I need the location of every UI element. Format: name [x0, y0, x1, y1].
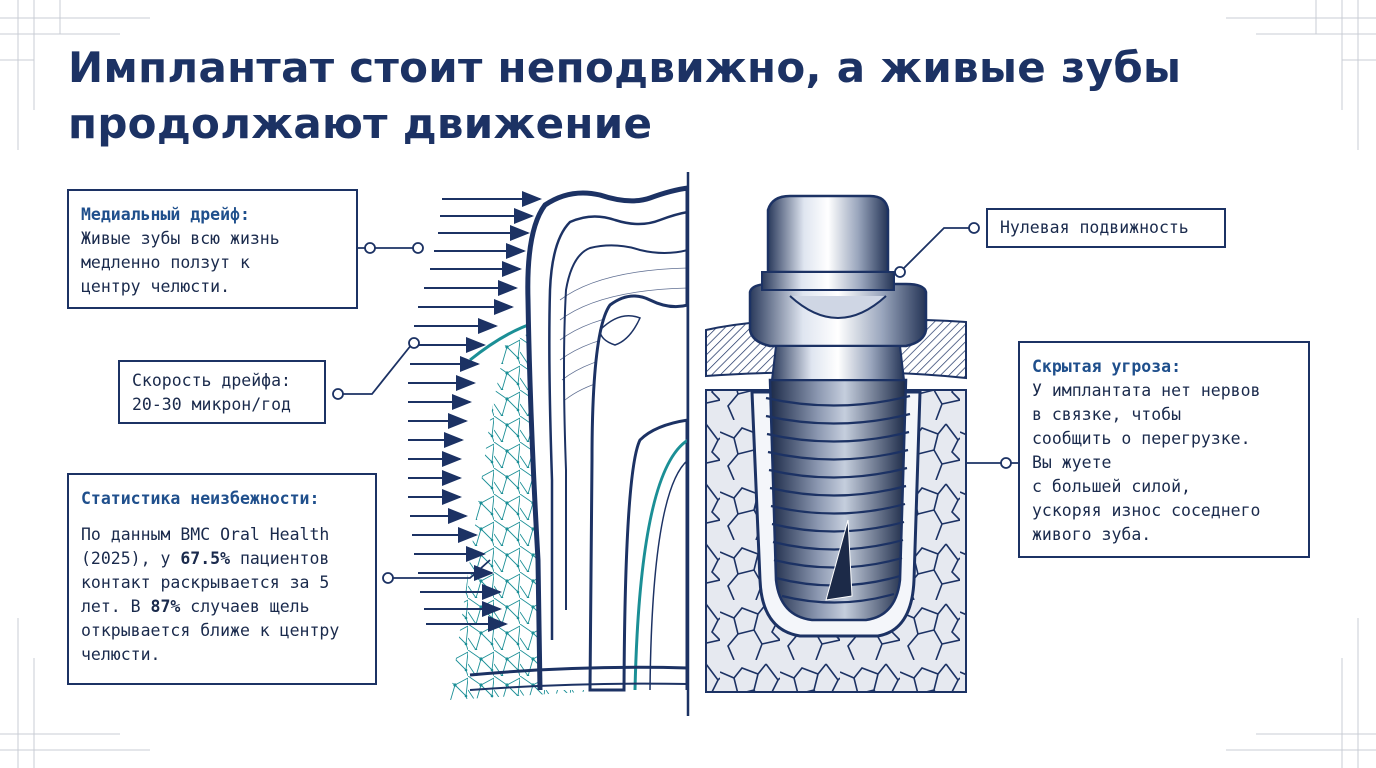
corner-frame-bottom-left [0, 618, 150, 768]
corner-frame-bottom-right [1226, 618, 1376, 768]
callout-drift-speed: Скорость дрейфа: 20-30 микрон/год [118, 360, 326, 424]
callout-line: Скорость дрейфа: [132, 371, 291, 390]
callout-line: открывается ближе к центру [81, 621, 340, 640]
callout-line: с большей силой, [1032, 477, 1191, 496]
callout-line: 20-30 микрон/год [132, 395, 291, 414]
callout-heading: Медиальный дрейф: [81, 205, 250, 224]
callout-line: ускоряя износ соседнего [1032, 501, 1261, 520]
callout-line: живого зуба. [1032, 525, 1152, 544]
callout-line: медленно ползут к [81, 253, 250, 272]
callout-line: У имплантата нет нервов [1032, 381, 1261, 400]
callout-line: лет. В 87% случаев щель [81, 597, 310, 616]
callout-line: Живые зубы всю жизнь [81, 229, 280, 248]
page-title: Имплантат стоит неподвижно, а живые зубы… [68, 40, 1268, 152]
callout-statistics: Статистика неизбежности: По данным BMC O… [67, 473, 377, 685]
callout-line: контакт раскрывается за 5 [81, 573, 330, 592]
stat-value-87: 87% [150, 597, 181, 616]
callout-line: в связке, чтобы [1032, 405, 1182, 424]
corner-frame-top-left [0, 0, 150, 150]
callout-zero-mobility: Нулевая подвижность [986, 208, 1226, 248]
callout-line: сообщить о перегрузке. [1032, 429, 1251, 448]
callout-line: центру челюсти. [81, 277, 231, 296]
callout-line: Вы жуете [1032, 453, 1112, 472]
callout-line: По данным BMC Oral Health [81, 525, 330, 544]
callout-heading: Статистика неизбежности: [81, 489, 320, 508]
callout-line: челюсти. [81, 645, 161, 664]
corner-frame-top-right [1226, 0, 1376, 150]
title-line-2: продолжают движение [68, 99, 653, 148]
callout-line: Нулевая подвижность [1000, 218, 1189, 237]
callout-line: (2025), у 67.5% пациентов [81, 549, 330, 568]
callout-hidden-threat: Скрытая угроза: У имплантата нет нервов … [1018, 341, 1310, 558]
title-line-1: Имплантат стоит неподвижно, а живые зубы [68, 43, 1182, 92]
stat-value-67: 67.5% [180, 549, 231, 568]
callout-medial-drift: Медиальный дрейф: Живые зубы всю жизнь м… [67, 189, 358, 309]
callout-heading: Скрытая угроза: [1032, 357, 1182, 376]
